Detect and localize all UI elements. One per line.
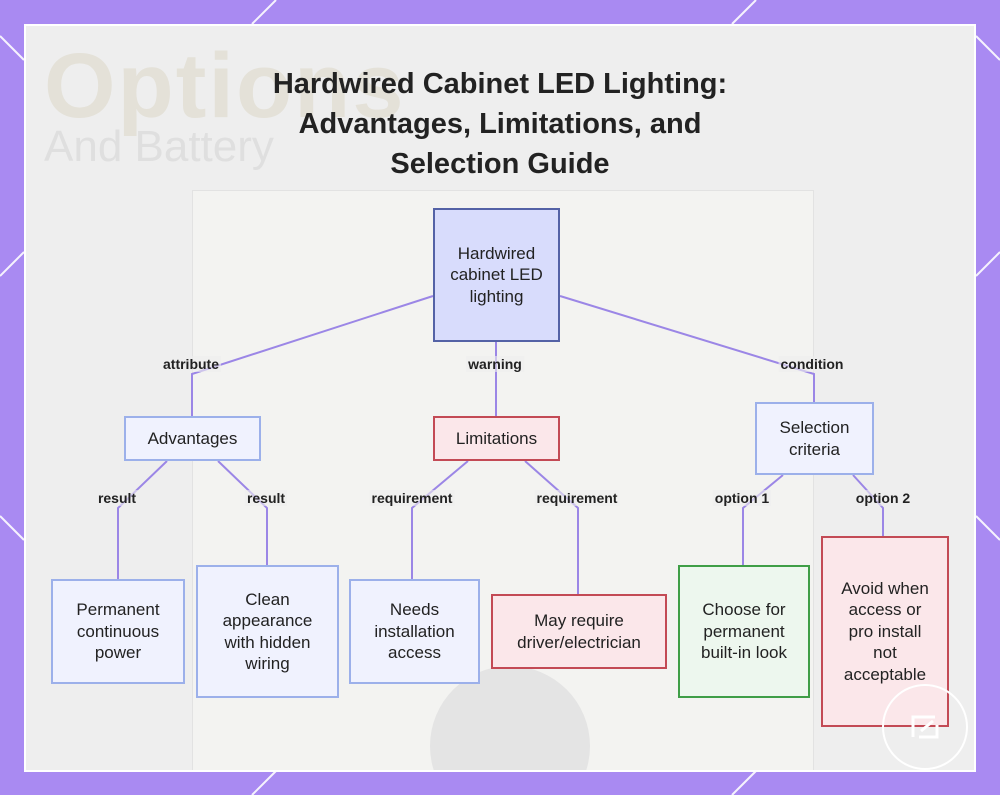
edge-label-option-2: option 2	[853, 490, 913, 506]
edge-label-result-1: result	[95, 490, 139, 506]
node-needs-access: Needs installation access	[349, 579, 480, 684]
node-permanent-power: Permanent continuous power	[51, 579, 185, 684]
diagram-title: Hardwired Cabinet LED Lighting: Advantag…	[0, 64, 1000, 184]
edge-label-requirement-1: requirement	[369, 490, 455, 506]
background-word: Options	[44, 35, 406, 137]
node-advantages: Advantages	[124, 416, 261, 461]
edge-selection-choose	[742, 474, 784, 565]
node-selection-criteria: Selection criteria	[755, 402, 874, 475]
edge-label-requirement-2: requirement	[534, 490, 620, 506]
logo-icon	[911, 715, 939, 739]
title-line-1: Hardwired Cabinet LED Lighting:	[272, 68, 728, 100]
edge-advantages-clean	[217, 460, 268, 565]
edge-label-condition: condition	[778, 356, 846, 372]
title-line-3: Selection Guide	[390, 148, 610, 180]
edge-root-selection	[559, 295, 815, 402]
edge-label-result-2: result	[244, 490, 288, 506]
edge-root-advantages	[191, 295, 434, 416]
node-may-require: May require driver/electrician	[491, 594, 667, 669]
background-subword: And Battery	[44, 122, 274, 171]
node-clean-appearance: Clean appearance with hidden wiring	[196, 565, 339, 698]
edge-advantages-permanent	[117, 460, 168, 579]
node-root: Hardwired cabinet LED lighting	[433, 208, 560, 342]
title-line-2: Advantages, Limitations, and	[298, 108, 702, 140]
edge-limitations-needs	[411, 460, 469, 579]
edge-selection-avoid	[852, 474, 884, 536]
node-choose: Choose for permanent built-in look	[678, 565, 810, 698]
edge-label-attribute: attribute	[161, 356, 221, 372]
edge-limitations-may	[524, 460, 579, 594]
watermark-logo	[882, 684, 968, 770]
node-limitations: Limitations	[433, 416, 560, 461]
edge-label-option-1: option 1	[712, 490, 772, 506]
edge-label-warning: warning	[466, 356, 524, 372]
